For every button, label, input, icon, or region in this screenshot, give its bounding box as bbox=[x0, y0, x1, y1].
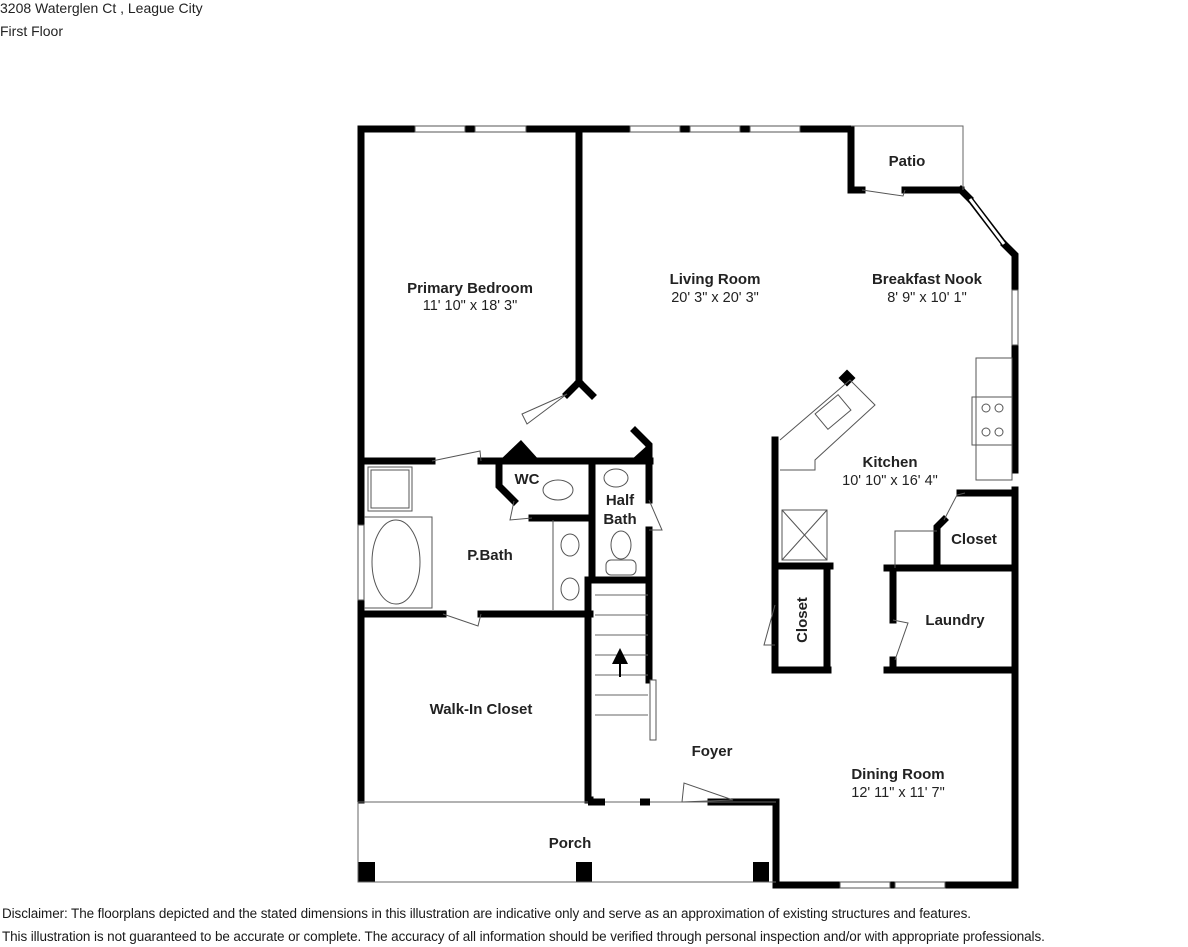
room-name-closet-kitchen: Closet bbox=[951, 531, 997, 548]
room-name-closet-hall: Closet bbox=[794, 597, 811, 643]
room-dims-primary-bedroom: 11' 10" x 18' 3" bbox=[423, 298, 518, 314]
walls bbox=[357, 125, 1019, 889]
room-name-porch: Porch bbox=[549, 835, 592, 852]
room-dims-breakfast-nook: 8' 9" x 10' 1" bbox=[887, 290, 967, 306]
floor-label: First Floor bbox=[0, 23, 63, 39]
room-dims-living-room: 20' 3" x 20' 3" bbox=[671, 290, 759, 306]
property-address: 3208 Waterglen Ct , League City bbox=[0, 0, 203, 16]
bath-fixtures bbox=[364, 466, 637, 610]
room-name-patio: Patio bbox=[889, 153, 926, 170]
disclaimer-line-2: This illustration is not guaranteed to b… bbox=[2, 929, 1045, 944]
room-name-p-bath: P.Bath bbox=[467, 547, 513, 564]
room-name-wc: WC bbox=[515, 471, 540, 488]
room-name-kitchen: Kitchen bbox=[862, 454, 917, 471]
room-name-laundry: Laundry bbox=[925, 612, 985, 629]
room-name-foyer: Foyer bbox=[692, 743, 733, 760]
room-name-breakfast-nook: Breakfast Nook bbox=[872, 271, 983, 288]
room-name-half-bath-1: Half bbox=[606, 492, 635, 509]
room-name-walk-in-closet: Walk-In Closet bbox=[430, 701, 533, 718]
windows bbox=[357, 125, 1019, 889]
wall-blocks bbox=[358, 369, 856, 882]
patio-outline bbox=[851, 125, 964, 190]
room-name-primary-bedroom: Primary Bedroom bbox=[407, 280, 533, 297]
room-name-dining-room: Dining Room bbox=[851, 766, 944, 783]
room-dims-dining-room: 12' 11" x 11' 7" bbox=[851, 785, 945, 801]
doors bbox=[431, 189, 966, 803]
stairs bbox=[595, 594, 648, 716]
room-name-half-bath-2: Bath bbox=[603, 511, 636, 528]
porch-outline bbox=[357, 801, 776, 883]
kitchen-counters bbox=[779, 357, 1013, 568]
room-dims-kitchen: 10' 10" x 16' 4" bbox=[842, 473, 938, 489]
room-name-living-room: Living Room bbox=[670, 271, 761, 288]
stairs-up-arrow bbox=[612, 648, 628, 664]
room-labels: Primary Bedroom 11' 10" x 18' 3" Living … bbox=[407, 153, 997, 852]
disclaimer-line-1: Disclaimer: The floorplans depicted and … bbox=[2, 906, 971, 921]
